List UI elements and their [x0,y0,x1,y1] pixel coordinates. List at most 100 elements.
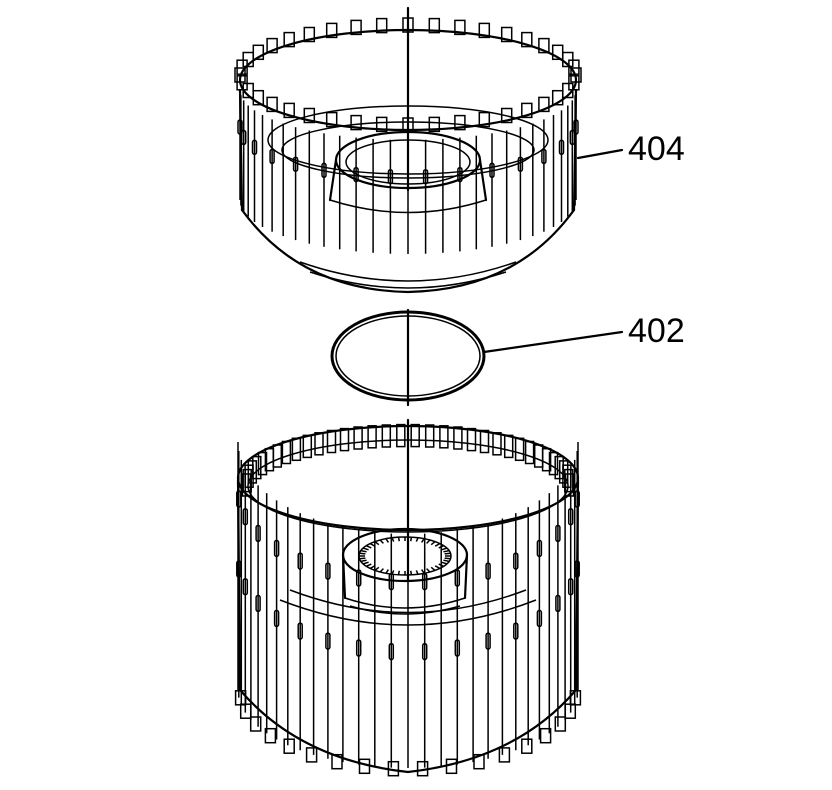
spline-tooth [410,423,420,448]
spline-tooth [424,424,435,448]
drum-slot [536,609,543,628]
spline-tooth [396,423,406,448]
spline-tooth [272,444,283,468]
drum-slot [421,642,428,661]
bottom-tab [264,727,277,744]
spline-tooth [478,111,491,128]
drum-slot [485,562,491,580]
bottom-tab [416,760,429,777]
drum-slot [255,594,261,613]
spline-tooth [281,440,292,465]
drum-slot [421,572,428,591]
drum-slot [513,552,519,570]
bottom-tab [331,753,343,770]
hub-spline-tooth [420,569,425,574]
spline-tooth [266,96,278,113]
spline-tooth [252,44,265,61]
lower-drum-side-splines [236,423,580,768]
drum-slot [242,507,249,526]
spline-tooth [314,432,324,456]
drum-slot [355,639,362,657]
hub-spline-tooth [369,542,376,547]
drum-slot [237,119,243,135]
drum-slot [558,139,565,156]
drum-slot [321,162,327,179]
spline-tooth [548,451,559,476]
hub-spline-tooth [430,566,436,571]
hub-spline-tooth [365,563,372,567]
lower-clutch-drum [234,423,582,777]
hub-spline-tooth [360,559,367,563]
hub-spline-tooth [385,569,390,574]
spline-tooth [257,451,268,476]
spline-tooth [236,75,248,91]
drum-slot [387,168,394,185]
spline-tooth [454,19,466,36]
drum-slot [567,507,574,526]
drum-slot [255,524,261,543]
drum-slot [422,168,429,185]
drum-slot [388,642,395,661]
hub-spline-tooth [359,552,366,555]
bottom-tab [445,758,458,775]
hub-spline-tooth [397,537,401,542]
hub-spline-tooth [391,537,395,542]
hub-spline-tooth [415,537,419,542]
spline-tooth [453,426,463,450]
bottom-tab [283,738,295,754]
spline-tooth [541,447,552,472]
hub-spline-tooth [362,561,369,565]
hub-spline-tooth [379,539,384,544]
drum-slot [273,539,280,558]
drum-slot [242,577,249,596]
drum-slot [574,560,580,578]
hub-spline-tooth [409,537,413,542]
spline-tooth [375,116,388,133]
drum-slot [454,569,461,587]
bottom-tab [521,738,533,754]
bottom-tab [387,760,400,777]
spline-tooth [252,455,262,480]
hub-spline-tooth [397,570,401,575]
drum-slot [269,148,275,165]
hub-spline-tooth [369,565,376,570]
spline-tooth [367,425,377,449]
drum-slot [325,632,331,650]
spline-tooth [234,67,246,83]
spline-tooth [283,31,295,48]
spline-tooth [283,102,295,119]
drum-slot [457,166,463,183]
drum-slot [388,572,395,591]
hub-spline-tooth [426,539,431,544]
spline-tooth [350,114,362,131]
drum-slot [517,156,524,172]
spline-tooth [521,102,533,119]
hub-spline-tooth [443,549,450,553]
callout-label-404: 404 [628,130,685,168]
drum-slot [297,552,303,570]
spline-tooth [533,444,544,468]
hub-spline-tooth [441,561,448,565]
drum-slot [251,139,258,156]
drum-slot [325,562,331,580]
spline-tooth [478,22,491,39]
spline-tooth [303,26,316,43]
drum-slot [555,594,561,613]
spline-tooth [439,425,449,449]
spline-tooth [325,111,338,128]
callout-404: 404 [576,130,685,168]
bottom-tab [473,753,485,770]
hub-spline-tooth [415,570,419,575]
drum-slot [353,166,359,183]
spline-tooth [500,26,513,43]
spline-tooth [326,429,337,454]
drum-slot [541,148,547,165]
spline-tooth [466,427,477,452]
drum-slot [297,622,303,640]
bottom-tab [498,747,511,763]
spline-tooth [454,114,466,131]
spline-tooth [524,440,535,465]
spline-tooth [339,427,350,452]
spline-tooth [266,37,278,54]
